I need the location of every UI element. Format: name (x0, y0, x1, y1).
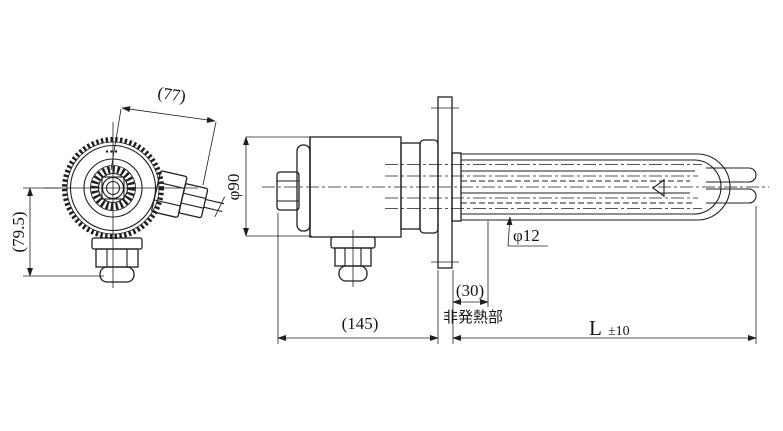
dim-label-79-5: (79.5) (9, 211, 28, 252)
side-view-head (262, 96, 769, 287)
dim-label-phi90: φ90 (224, 174, 243, 201)
label-non-heating-zone: 非発熱部 (443, 309, 503, 326)
center-circle (105, 180, 121, 196)
element-envelope-outer (461, 153, 731, 221)
element-envelope-inner (461, 159, 722, 215)
inner-knurl-ring (91, 166, 135, 210)
side-gland-hex2 (178, 183, 209, 219)
mounting-hex-nut (419, 139, 439, 234)
inner-ring (97, 172, 129, 204)
dim-label-L: L (589, 316, 602, 340)
front-view-terminal-head (44, 122, 225, 288)
cover-circle (69, 144, 157, 232)
element-tip-top (706, 167, 757, 183)
flange-collar (451, 152, 462, 222)
outer-knurl-ring (62, 137, 164, 239)
dim-label-145: (145) (342, 314, 379, 333)
lead-wire-2 (203, 206, 223, 213)
heating-elements (385, 153, 757, 221)
side-bottom-cable-gland (330, 230, 376, 287)
cover-hex-plug (276, 171, 300, 211)
dim-label-L-tolerance: ±10 (608, 324, 630, 339)
dimension-phi12: φ12 (506, 216, 548, 247)
dimension-30: (30) 非発熱部 (443, 221, 503, 344)
dim-label-phi12: φ12 (513, 226, 540, 245)
dimension-phi90: φ90 (224, 136, 312, 237)
tube-end-marker (652, 179, 665, 197)
front-bottom-cable-gland (91, 237, 143, 283)
side-gland-hex1 (151, 170, 188, 218)
dimension-79-5: (79.5) (9, 187, 104, 277)
dim-label-30: (30) (456, 281, 484, 300)
dimension-L: L ±10 (452, 206, 757, 344)
gland-plate (91, 237, 143, 250)
gland-dome-nut (99, 266, 135, 283)
dimension-145: (145) (277, 213, 439, 344)
center-circle-outer (101, 176, 125, 200)
inner-ring-outer (90, 165, 136, 211)
lead-wire-1 (205, 198, 225, 205)
dimension-77: (77) (110, 83, 217, 186)
dim-label-77: (77) (156, 83, 187, 106)
cover-circle-outer (66, 141, 160, 235)
element-tip-bottom (706, 188, 757, 204)
neck-bushing (400, 142, 421, 230)
stamp-marks (105, 150, 118, 153)
wire-break-tick (214, 196, 225, 218)
front-side-cable-gland (151, 170, 225, 219)
flange-plate (431, 96, 459, 269)
gland-hex (95, 248, 139, 268)
